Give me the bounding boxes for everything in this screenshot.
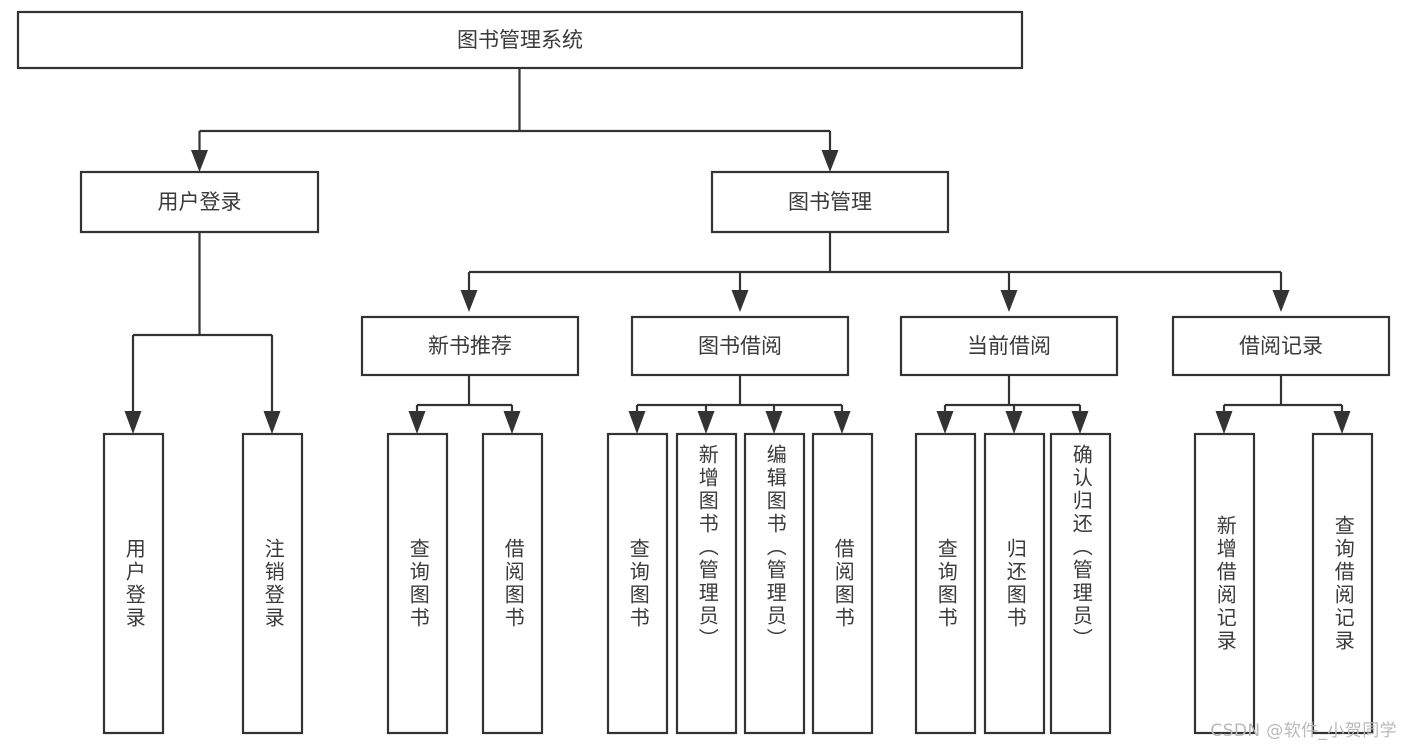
leaf-label-edit-book: 编辑图书（管理员） — [763, 444, 788, 651]
arrow-icon — [765, 411, 783, 434]
arrow-icon — [1333, 411, 1351, 434]
node-new-book-recommend-box[interactable] — [360, 315, 580, 377]
leaf-label-confirm-return: 确认归还（管理员） — [1069, 444, 1094, 651]
leaf-label-logout: 注销登录 — [261, 537, 286, 630]
leaf-layer — [102, 432, 1374, 735]
leaf-box-borrow-book-1[interactable] — [481, 432, 544, 735]
leaf-label-return-book: 归还图书 — [1003, 537, 1028, 630]
node-book-borrow-box[interactable] — [630, 315, 850, 377]
arrowhead-layer — [124, 150, 1351, 434]
leaf-box-borrow-book-2[interactable] — [811, 432, 874, 735]
node-new-book-recommend-label: 新书推荐 — [428, 334, 512, 358]
node-root-box[interactable] — [16, 10, 1024, 70]
arrow-icon — [503, 411, 521, 434]
leaf-box-confirm-return[interactable] — [1049, 432, 1112, 735]
arrow-icon — [1272, 290, 1290, 312]
connector-user-login-trunk — [131, 232, 274, 412]
arrow-icon — [936, 411, 954, 434]
arrow-icon — [460, 290, 478, 312]
leaf-label-add-book: 新增图书（管理员） — [695, 444, 720, 651]
arrow-icon — [731, 290, 749, 312]
leaf-label-user-login: 用户登录 — [122, 537, 147, 630]
leaf-box-logout[interactable] — [241, 432, 304, 735]
node-user-login-box[interactable] — [79, 170, 320, 234]
arrow-icon — [833, 411, 851, 434]
leaf-box-query-book-2[interactable] — [606, 432, 669, 735]
leaf-box-query-book-1[interactable] — [386, 432, 449, 735]
connector-new-book-trunk — [415, 375, 514, 412]
node-current-borrow[interactable]: 当前借阅 — [899, 315, 1119, 377]
leaf-label-borrow-book-1: 借阅图书 — [501, 537, 526, 630]
arrow-icon — [124, 411, 142, 434]
node-book-manage[interactable]: 图书管理 — [710, 170, 950, 234]
node-borrow-records-label: 借阅记录 — [1239, 334, 1323, 358]
leaf-label-query-book-1: 查询图书 — [406, 537, 431, 630]
arrow-icon — [1005, 411, 1023, 434]
leaf-label-query-book-2: 查询图书 — [626, 537, 651, 630]
node-book-manage-label: 图书管理 — [788, 190, 872, 214]
leaf-box-add-record[interactable] — [1193, 432, 1256, 735]
leaf-box-user-login[interactable] — [102, 432, 165, 735]
arrow-icon — [191, 150, 208, 172]
arrow-icon — [1071, 411, 1089, 434]
leaf-box-query-record[interactable] — [1311, 432, 1374, 735]
leaf-label-query-record: 查询借阅记录 — [1331, 514, 1356, 653]
leaf-label-query-book-3: 查询图书 — [934, 537, 959, 630]
leaf-box-add-book[interactable] — [675, 432, 738, 735]
leaf-label-borrow-book-2: 借阅图书 — [831, 537, 856, 630]
connector-layer — [131, 68, 1344, 412]
leaf-label-add-record: 新增借阅记录 — [1213, 514, 1238, 653]
arrow-icon — [628, 411, 646, 434]
arrow-icon — [821, 150, 839, 172]
node-user-login[interactable]: 用户登录 — [79, 170, 320, 234]
arrow-icon — [1215, 411, 1233, 434]
connector-current-borrow-trunk — [943, 375, 1082, 412]
connector-book-manage-trunk — [467, 232, 1283, 292]
arrow-icon — [408, 411, 426, 434]
node-borrow-records-box[interactable] — [1171, 315, 1391, 377]
node-new-book-recommend[interactable]: 新书推荐 — [360, 315, 580, 377]
node-borrow-records[interactable]: 借阅记录 — [1171, 315, 1391, 377]
node-book-borrow[interactable]: 图书借阅 — [630, 315, 850, 377]
node-book-borrow-label: 图书借阅 — [698, 334, 782, 358]
arrow-icon — [263, 411, 281, 434]
connector-borrow-record-trunk — [1222, 375, 1344, 412]
arrow-icon — [697, 411, 715, 434]
node-current-borrow-label: 当前借阅 — [967, 334, 1051, 358]
connector-root-trunk — [198, 68, 832, 152]
leaf-box-return-book[interactable] — [983, 432, 1046, 735]
arrow-icon — [1000, 290, 1018, 312]
leaf-box-edit-book[interactable] — [743, 432, 806, 735]
node-book-manage-box[interactable] — [710, 170, 950, 234]
node-current-borrow-box[interactable] — [899, 315, 1119, 377]
node-user-login-label: 用户登录 — [158, 190, 242, 214]
node-root-label: 图书管理系统 — [457, 28, 583, 52]
connector-book-borrow-trunk — [635, 375, 844, 412]
leaf-box-query-book-3[interactable] — [914, 432, 977, 735]
node-root[interactable]: 图书管理系统 — [16, 10, 1024, 70]
